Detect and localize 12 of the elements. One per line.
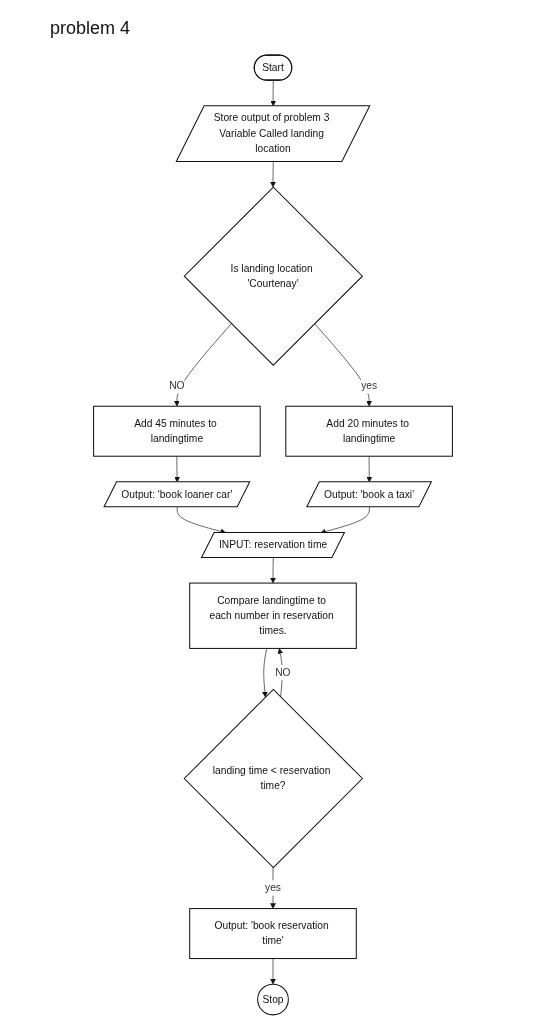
edge-label: yes [265,882,281,894]
node-diamond: Is landing location 'Courtenay' [183,186,364,366]
node-diamond: landing time < reservation time? [183,688,364,869]
node-box: Output: 'book reservation time' [189,908,357,960]
edge-label: NO [275,666,291,678]
edge-label: yes [361,379,378,391]
diagram-title: problem 4 [50,18,131,39]
node-box: Add 45 minutes to landingtime [93,405,261,457]
node-circle: Stop [257,983,289,1016]
edge-label: NO [169,379,185,391]
node-box: Add 20 minutes to landingtime [285,405,453,457]
node-box: Compare landingtime to each number in reservation times. [189,582,357,649]
